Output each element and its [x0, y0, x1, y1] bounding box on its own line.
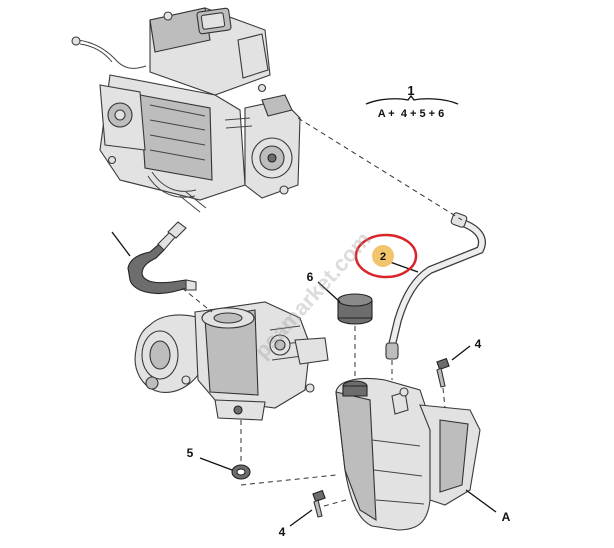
callout-4-bottom: 4 — [279, 525, 286, 539]
reservoir-cap — [337, 293, 373, 325]
assembly-line — [297, 117, 463, 221]
highlight-circle — [354, 233, 418, 279]
assembly-line — [323, 499, 347, 507]
callout-4-top: 4 — [475, 337, 482, 351]
assembly-line — [240, 474, 337, 486]
leader-line — [317, 281, 341, 303]
brake-pump-assembly — [71, 7, 301, 213]
assembly-line — [442, 387, 446, 409]
callout-2: 2 — [380, 251, 386, 263]
callout-2-badge — [372, 245, 394, 267]
bolt-top — [436, 357, 450, 388]
leader-line — [465, 489, 497, 513]
reservoir — [335, 377, 481, 531]
callout-1: 1 — [407, 83, 414, 98]
bolt-bottom — [312, 489, 326, 518]
callout-1-formula: A + 4 + 5 + 6 — [378, 108, 445, 120]
callout-5: 5 — [187, 446, 194, 460]
bracket — [365, 94, 459, 105]
assembly-line — [181, 287, 213, 313]
callout-6: 6 — [307, 270, 314, 284]
leader-line — [389, 261, 419, 273]
vacuum-hose — [127, 221, 197, 295]
vacuum-pump — [134, 301, 329, 421]
callout-A: A — [502, 510, 511, 524]
leader-line — [451, 345, 471, 361]
return-pipe — [385, 212, 486, 360]
leader-line — [289, 509, 313, 527]
leader-line — [111, 231, 131, 257]
washer — [231, 464, 251, 480]
leader-line — [199, 457, 233, 471]
